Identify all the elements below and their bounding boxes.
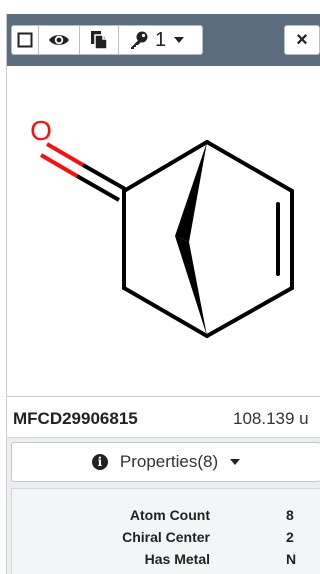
bond: [122, 140, 209, 193]
view-button[interactable]: [38, 25, 80, 55]
structure-viewer[interactable]: O: [7, 66, 320, 396]
properties-label: Properties(8): [119, 452, 219, 471]
property-row: Chiral Center 2: [12, 529, 320, 549]
molecule-drawing: O: [30, 115, 294, 338]
chevron-down-icon: [174, 37, 185, 43]
carbonyl-bond-carbon: [76, 163, 126, 202]
property-value: 2: [286, 529, 294, 545]
molecule-card: 1 ×: [6, 14, 320, 574]
property-row: Atom Count 8: [12, 507, 320, 527]
bond: [122, 286, 209, 338]
copy-button[interactable]: [79, 25, 119, 55]
molecular-weight: 108.139 u: [233, 409, 309, 428]
property-key: Atom Count: [129, 507, 210, 523]
card-toolbar: 1 ×: [7, 14, 320, 66]
summary-row: MFCD29906815 108.139 u: [7, 397, 320, 438]
chevron-down-icon: [230, 459, 241, 465]
bond: [205, 140, 294, 193]
bond: [205, 286, 294, 338]
property-row: Has Metal N: [12, 551, 320, 571]
property-key: Chiral Center: [122, 529, 210, 545]
carbonyl-bond-oxygen: [39, 142, 85, 178]
property-value: N: [286, 551, 297, 567]
properties-dropdown[interactable]: i Properties(8): [11, 442, 320, 482]
divider: [7, 396, 320, 397]
info-icon: i: [91, 454, 108, 470]
oxygen-label: O: [30, 115, 52, 146]
mfcd-number: MFCD29906815: [13, 409, 138, 428]
select-checkbox[interactable]: [11, 25, 39, 55]
wedge-bond: [175, 142, 207, 242]
properties-panel: i Properties(8) Atom Count 8 Chiral Cent…: [7, 438, 320, 574]
key-icon: [131, 31, 148, 49]
checkbox-icon: [17, 32, 33, 48]
copy-icon: [91, 31, 108, 50]
wedge-bond: [175, 236, 207, 336]
eye-icon: [49, 35, 69, 45]
close-button[interactable]: ×: [284, 25, 320, 55]
property-key: Has Metal: [144, 551, 210, 567]
properties-table: Atom Count 8 Chiral Center 2 Has Metal N: [11, 488, 320, 574]
key-count: 1: [155, 28, 167, 51]
property-value: 8: [286, 507, 294, 523]
key-dropdown[interactable]: 1: [118, 25, 203, 55]
